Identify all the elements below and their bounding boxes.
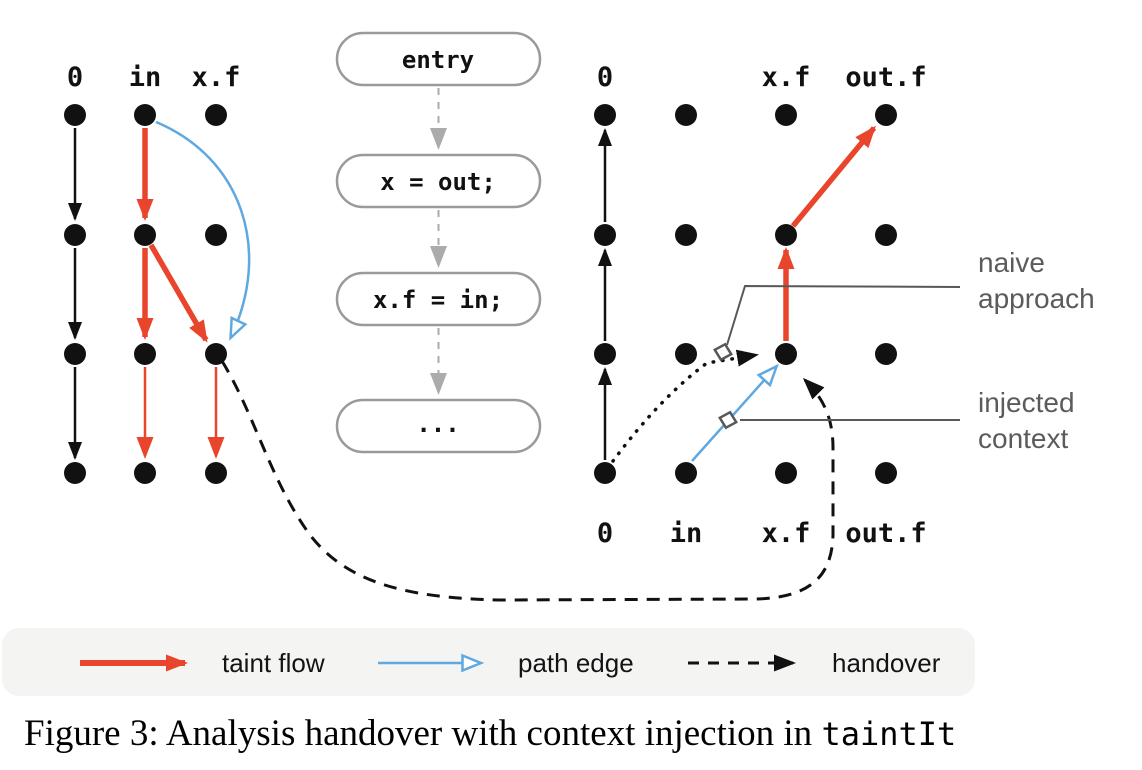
legend-handover-label: handover xyxy=(832,648,941,678)
graph-node xyxy=(594,343,616,365)
cfg-node-ellipsis: ... xyxy=(416,410,459,438)
graph-node xyxy=(875,462,897,484)
left-grid-nodes xyxy=(64,104,227,484)
legend-path-edge-label: path edge xyxy=(518,648,634,678)
naive-approach-label-line1: naive xyxy=(978,247,1045,278)
cfg-node-x-out: x = out; xyxy=(380,168,496,196)
right-taint-edges xyxy=(777,125,877,341)
graph-node xyxy=(875,104,897,126)
legend: taint flow path edge handover xyxy=(2,628,975,696)
figure-caption: Figure 3: Analysis handover with context… xyxy=(24,712,1124,755)
graph-node xyxy=(594,104,616,126)
injected-context-label-line1: injected xyxy=(978,387,1075,418)
left-top-label-xf: x.f xyxy=(192,62,241,93)
graph-node xyxy=(675,343,697,365)
right-bottom-label-xf: x.f xyxy=(762,518,811,549)
analysis-handover-diagram: 0 in x.f xyxy=(2,31,1095,696)
naive-approach-label-line2: approach xyxy=(978,283,1095,314)
right-bottom-label-in: in xyxy=(670,518,703,549)
graph-node xyxy=(134,462,156,484)
caption-text: Figure 3: Analysis handover with context… xyxy=(24,713,822,754)
graph-node xyxy=(675,224,697,246)
right-top-label-zero: 0 xyxy=(597,62,613,93)
context-diamond-icon xyxy=(718,410,738,430)
left-taint-edges xyxy=(136,128,225,459)
callouts: naive approach injected context xyxy=(713,247,1095,454)
right-top-label-xf: x.f xyxy=(762,62,811,93)
graph-node xyxy=(675,104,697,126)
cfg-graph: entry x = out; x.f = in; ... xyxy=(335,31,542,454)
naive-approach-callout-line xyxy=(726,284,961,346)
graph-node xyxy=(775,343,797,365)
handover-edge xyxy=(220,360,835,602)
cfg-boxes xyxy=(335,31,542,454)
right-bottom-label-outf: out.f xyxy=(845,518,926,549)
cfg-node-entry: entry xyxy=(402,46,474,74)
graph-node xyxy=(64,462,86,484)
cfg-node-box xyxy=(335,398,542,454)
right-exploded-graph: 0 x.f out.f 0 in x.f out.f xyxy=(594,62,927,549)
graph-node xyxy=(875,343,897,365)
left-top-label-in: in xyxy=(129,62,162,93)
graph-node xyxy=(205,224,227,246)
graph-node xyxy=(64,343,86,365)
left-top-label-zero: 0 xyxy=(67,62,83,93)
graph-node xyxy=(875,224,897,246)
right-top-label-outf: out.f xyxy=(845,62,926,93)
graph-node xyxy=(134,224,156,246)
graph-node xyxy=(775,104,797,126)
path-edge xyxy=(155,120,251,337)
cfg-node-box xyxy=(335,153,542,209)
graph-node xyxy=(134,343,156,365)
legend-taint-flow-label: taint flow xyxy=(222,648,325,678)
injected-context-label-line2: context xyxy=(978,423,1068,454)
right-bottom-label-zero: 0 xyxy=(597,518,613,549)
cfg-node-xf-in: x.f = in; xyxy=(373,286,503,314)
cfg-node-box xyxy=(335,271,542,327)
graph-node xyxy=(675,462,697,484)
taint-flow-edge xyxy=(790,125,877,228)
cfg-node-box xyxy=(335,31,542,87)
naive-diamond-icon xyxy=(713,342,733,362)
left-exploded-graph: 0 in x.f xyxy=(64,62,251,484)
right-grid-nodes xyxy=(594,104,897,484)
graph-node xyxy=(205,462,227,484)
graph-node xyxy=(594,462,616,484)
path-edge xyxy=(691,367,776,462)
graph-node xyxy=(775,224,797,246)
caption-code-taintit: taintIt xyxy=(821,715,957,753)
taint-flow-edge xyxy=(148,243,209,343)
graph-node xyxy=(64,104,86,126)
naive-dotted-edge xyxy=(611,349,759,463)
legend-background xyxy=(2,628,975,696)
graph-node xyxy=(134,104,156,126)
graph-node xyxy=(205,343,227,365)
graph-node xyxy=(594,224,616,246)
graph-node xyxy=(64,224,86,246)
graph-node xyxy=(205,104,227,126)
graph-node xyxy=(775,462,797,484)
